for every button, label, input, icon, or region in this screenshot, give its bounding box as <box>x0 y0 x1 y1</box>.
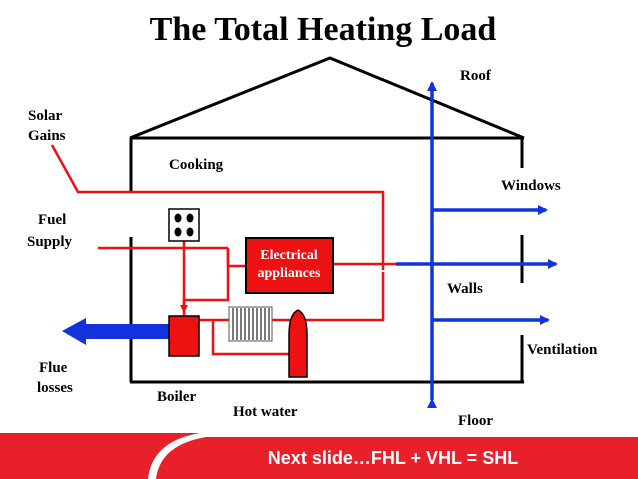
page-title: The Total Heating Load <box>150 11 497 48</box>
house-outline <box>129 56 525 384</box>
boiler-unit <box>168 315 200 357</box>
flue-losses-label: losses <box>37 380 73 396</box>
windows-label: Windows <box>501 178 561 194</box>
boiler-label: Boiler <box>157 389 196 405</box>
electrical-appliances-label: Electrical <box>260 248 318 263</box>
hob-body <box>168 208 200 242</box>
solar-gains-label: Solar <box>28 108 63 124</box>
footer-white-arc <box>148 433 638 479</box>
cylinder-feed-line <box>211 320 289 356</box>
roof-label: Roof <box>460 68 492 84</box>
floor-label: Floor <box>458 413 493 429</box>
walls-label: Walls <box>447 281 483 297</box>
ventilation-label: Ventilation <box>527 342 598 358</box>
cooker-hob <box>168 208 200 242</box>
footer-bar: Next slide…FHL + VHL = SHL <box>0 433 638 479</box>
boiler-feed-line <box>182 248 230 316</box>
electrical-appliances-label: appliances <box>257 266 321 281</box>
cooking-label: Cooking <box>169 157 224 173</box>
appliance-feed-line <box>226 248 246 268</box>
fuel-supply-label: Supply <box>27 234 73 250</box>
hob-burner <box>186 213 194 223</box>
hot-water-cylinder <box>288 309 308 378</box>
fuel-supply-label: Fuel <box>38 212 66 228</box>
heat-input-lines <box>50 144 396 356</box>
footer-text: Next slide…FHL + VHL = SHL <box>268 448 518 468</box>
flue-losses-label: Flue <box>39 360 68 376</box>
solar-gains-label: Gains <box>28 128 66 144</box>
hob-burner <box>174 213 182 223</box>
footer-background <box>0 433 638 479</box>
radiator <box>228 306 273 342</box>
roof-line <box>129 56 525 140</box>
flue-loss-arrow <box>62 318 170 345</box>
hob-burner <box>174 227 182 237</box>
solar-gains-line <box>50 144 385 270</box>
hot-water-label: Hot water <box>233 404 298 420</box>
radiator-fins <box>232 308 270 340</box>
electrical-appliances-box <box>245 237 334 294</box>
hob-burner <box>186 227 194 237</box>
heat-loss-arrows <box>396 81 558 408</box>
